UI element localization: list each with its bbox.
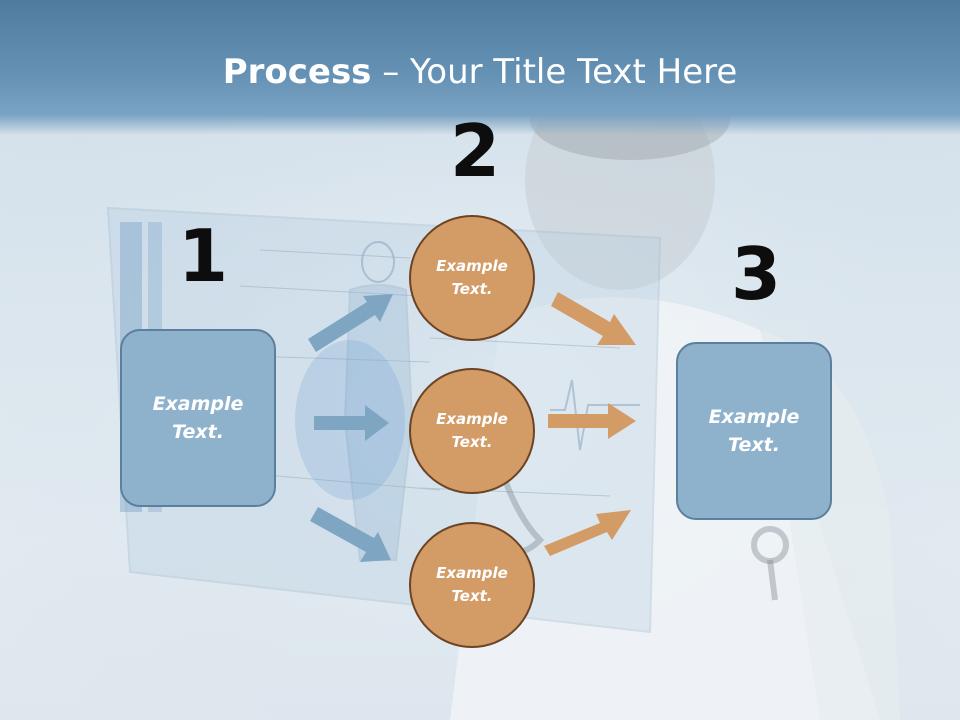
step-number-1: 1: [178, 214, 229, 298]
blue-arrow-mid: [314, 405, 389, 441]
title-rest: – Your Title Text Here: [371, 52, 738, 92]
title-bold: Process: [222, 52, 372, 92]
header-band: [0, 0, 960, 135]
step-3-box: Example Text.: [676, 342, 832, 520]
blue-arrow-up: [308, 294, 393, 352]
orange-arrow-up: [544, 510, 631, 556]
circle-top-text: Example Text.: [436, 256, 508, 298]
circle-bottom-text: Example Text.: [436, 563, 508, 605]
step-2-circle-bottom: Example Text.: [409, 522, 535, 648]
circle-middle-text: Example Text.: [436, 409, 508, 451]
step-1-text: Example Text.: [152, 392, 244, 444]
orange-arrow-mid: [548, 403, 636, 439]
step-2-circle-middle: Example Text.: [409, 368, 535, 494]
blue-arrow-down: [310, 507, 391, 562]
slide-title: Process – Your Title Text Here: [0, 52, 960, 92]
step-number-2: 2: [450, 109, 501, 193]
step-1-box: Example Text.: [120, 329, 276, 507]
step-number-3: 3: [731, 232, 782, 316]
step-2-circle-top: Example Text.: [409, 215, 535, 341]
orange-arrow-down: [551, 292, 636, 345]
step-3-text: Example Text.: [708, 405, 800, 457]
